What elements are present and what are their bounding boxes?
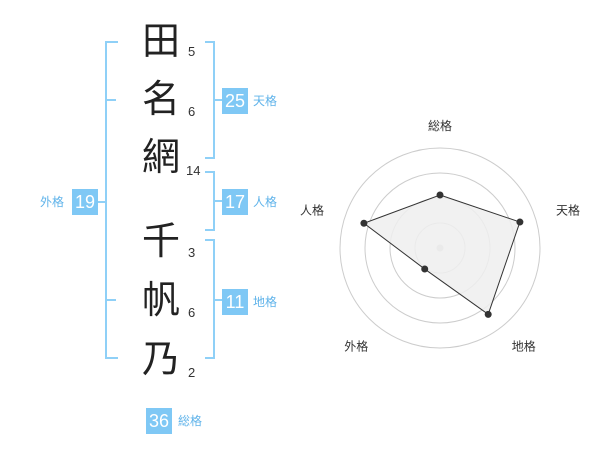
radar-polygon bbox=[362, 194, 521, 316]
chikaku-label: 地格 bbox=[253, 295, 278, 309]
radar-axis-label-4: 外格 bbox=[344, 339, 368, 354]
radar-axis-label-5: 人格 bbox=[300, 202, 324, 217]
stroke-count-1: 5 bbox=[188, 44, 196, 59]
radar-axis-label-3: 地格 bbox=[512, 339, 536, 354]
jinkaku-value-badge: 17 bbox=[222, 189, 248, 215]
radar-axis-label-2: 天格 bbox=[556, 202, 580, 217]
name-char-2: 名 bbox=[141, 77, 180, 121]
name-char-5: 帆 bbox=[141, 278, 180, 322]
soukaku-value-badge: 36 bbox=[146, 408, 172, 434]
radar-point-2 bbox=[516, 218, 524, 226]
name-char-1: 田 bbox=[141, 19, 180, 63]
radar-ring-3 bbox=[364, 172, 516, 324]
tenkaku-value-badge: 25 bbox=[222, 88, 248, 114]
radar-axis-label-1: 総格 bbox=[428, 118, 452, 133]
chikaku-value-badge: 11 bbox=[222, 289, 248, 315]
soukaku-label: 総格 bbox=[178, 414, 203, 428]
gaikaku-label: 外格 bbox=[40, 195, 65, 209]
radar-point-3 bbox=[484, 310, 492, 318]
radar-ring-4 bbox=[339, 147, 541, 349]
stroke-count-5: 6 bbox=[188, 305, 196, 320]
radar-point-5 bbox=[360, 219, 368, 227]
stroke-count-4: 3 bbox=[188, 245, 196, 260]
jinkaku-label: 人格 bbox=[253, 195, 278, 209]
tenkaku-label: 天格 bbox=[253, 94, 278, 108]
radar-point-4 bbox=[421, 265, 429, 273]
name-char-3: 網 bbox=[141, 135, 180, 179]
radar-point-1 bbox=[436, 191, 444, 199]
stroke-count-6: 2 bbox=[188, 365, 196, 380]
gaikaku-value-badge: 19 bbox=[72, 189, 98, 215]
stroke-count-3: 14 bbox=[186, 163, 201, 178]
name-char-4: 千 bbox=[141, 219, 180, 263]
gaikaku-bracket bbox=[105, 41, 118, 359]
stroke-count-2: 6 bbox=[188, 104, 196, 119]
name-char-6: 乃 bbox=[141, 337, 180, 381]
